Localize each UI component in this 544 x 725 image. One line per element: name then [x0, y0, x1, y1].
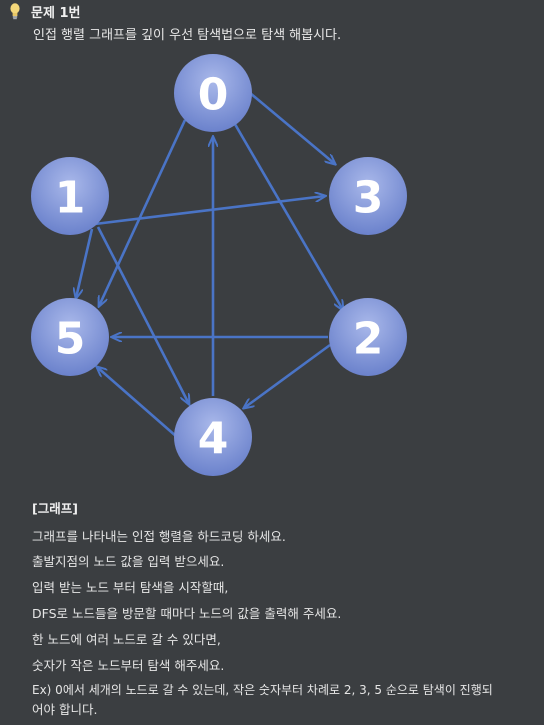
edge-4-5 [97, 367, 178, 438]
node-label-1: 1 [55, 173, 86, 224]
node-label-3: 3 [353, 173, 384, 224]
instruction-line: 출발지점의 노드 값을 입력 받으세요. [32, 554, 225, 569]
problem-description: 인접 행렬 그래프를 깊이 우선 탐색법으로 탐색 해봅시다. [33, 28, 342, 43]
lightbulb-icon [10, 3, 20, 20]
node-3: 3 [329, 157, 407, 235]
instruction-line: 그래프를 나타내는 인접 행렬을 하드코딩 하세요. [32, 529, 286, 544]
edge-0-3 [249, 92, 335, 164]
section-title: [그래프] [32, 501, 78, 516]
edge-2-4 [244, 343, 331, 408]
edge-1-3 [94, 196, 325, 226]
instruction-line: DFS로 노드들을 방문할 때마다 노드의 값을 출력해 주세요. [32, 606, 342, 621]
node-4: 4 [174, 398, 252, 476]
instruction-line: 한 노드에 여러 노드로 갈 수 있다면, [32, 632, 221, 647]
graph-diagram: 0 1 3 5 2 4 [31, 54, 407, 476]
page-title: 문제 1번 [31, 6, 81, 21]
edge-0-5 [99, 119, 187, 306]
node-0: 0 [174, 54, 252, 132]
node-label-0: 0 [198, 70, 229, 121]
node-label-2: 2 [353, 314, 384, 365]
instruction-line: 어야 합니다. [32, 702, 98, 717]
node-2: 2 [329, 298, 407, 376]
node-1: 1 [31, 157, 109, 235]
edge-0-2 [230, 118, 343, 310]
edge-1-4 [96, 226, 189, 404]
node-5: 5 [31, 298, 109, 376]
node-label-5: 5 [55, 314, 86, 365]
edge-1-5 [76, 228, 94, 298]
node-label-4: 4 [198, 414, 229, 465]
instruction-line: 입력 받는 노드 부터 탐색을 시작할때, [32, 580, 229, 595]
instruction-line: 숫자가 작은 노드부터 탐색 해주세요. [32, 658, 225, 673]
instruction-line: Ex) 0에서 세개의 노드로 갈 수 있는데, 작은 숫자부터 차례로 2, … [32, 683, 493, 697]
